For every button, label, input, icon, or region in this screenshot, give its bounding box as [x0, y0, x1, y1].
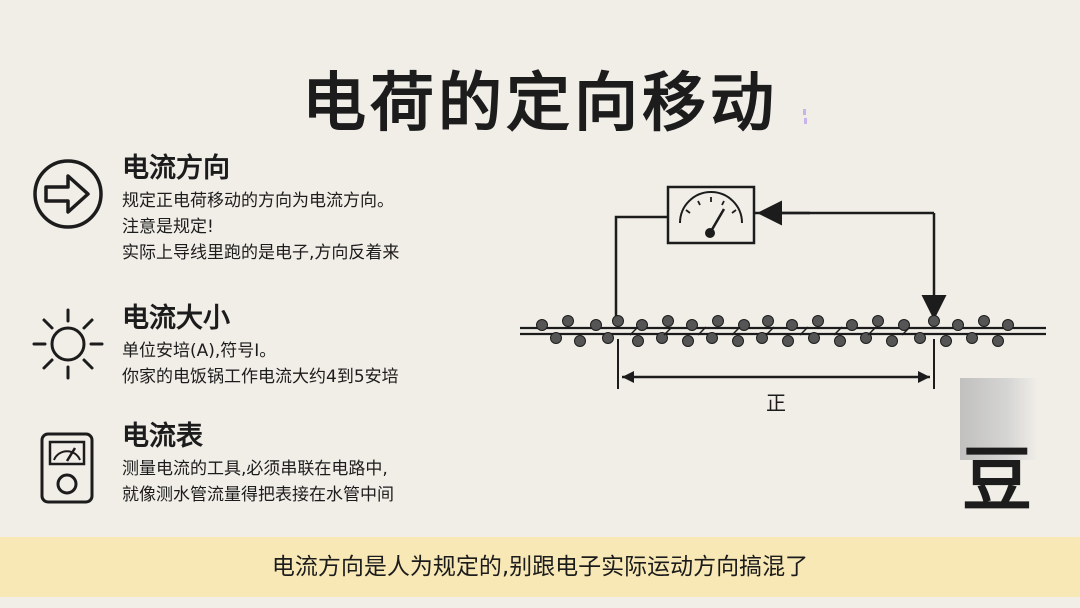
charge-dot	[812, 315, 824, 327]
hatch-mark	[663, 326, 673, 336]
right-arrow-icon	[33, 159, 103, 229]
section-line: 测量电流的工具,必须串联在电路中,	[122, 459, 388, 479]
charge-dot	[612, 315, 624, 327]
charge-dot	[992, 335, 1004, 347]
bottom-banner: 电流方向是人为规定的,别跟电子实际运动方向搞混了	[0, 537, 1080, 597]
charge-dot	[978, 315, 990, 327]
charge-dot	[590, 319, 602, 331]
charge-dot	[898, 319, 910, 331]
ammeter-symbol	[666, 185, 756, 245]
section-ammeter: 电流表 测量电流的工具,必须串联在电路中, 就像测水管流量得把表接在水管中间	[30, 420, 550, 520]
charge-dot	[562, 315, 574, 327]
charge-dot	[636, 319, 648, 331]
charge-dot	[966, 332, 978, 344]
charge-dot	[940, 335, 952, 347]
hatch-mark	[833, 326, 843, 336]
charge-dot	[782, 335, 794, 347]
hatch-mark	[629, 326, 639, 336]
charge-dot	[928, 315, 940, 327]
section-line: 就像测水管流量得把表接在水管中间	[122, 485, 394, 505]
section-current-direction: 电流方向 规定正电荷移动的方向为电流方向。 注意是规定! 实际上导线里跑的是电子…	[30, 152, 550, 272]
section-line: 规定正电荷移动的方向为电流方向。	[122, 191, 394, 211]
charge-dot	[682, 335, 694, 347]
charge-dot	[738, 319, 750, 331]
charge-dot	[952, 319, 964, 331]
charge-dot	[574, 335, 586, 347]
charge-dot	[602, 332, 614, 344]
span-label: 正	[766, 391, 786, 415]
charge-dot	[712, 315, 724, 327]
circuit-diagram: 正	[520, 185, 1046, 415]
sun-icon	[32, 308, 104, 380]
section-title: 电流方向	[122, 153, 230, 184]
charge-dot	[914, 332, 926, 344]
charge-dot	[872, 315, 884, 327]
charge-dot	[786, 319, 798, 331]
decorative-mark	[803, 109, 807, 124]
hatch-mark	[731, 326, 741, 336]
ammeter-icon	[40, 432, 94, 504]
conductor	[520, 315, 1046, 347]
span-indicator	[617, 339, 935, 389]
charge-dot	[886, 335, 898, 347]
charge-dot	[756, 332, 768, 344]
charge-dot	[536, 319, 548, 331]
charge-dot	[686, 319, 698, 331]
charge-dot	[1002, 319, 1014, 331]
logo-blur	[960, 378, 1038, 460]
hatch-mark	[765, 326, 775, 336]
section-line: 单位安培(A),符号I。	[122, 341, 277, 361]
hatch-mark	[697, 326, 707, 336]
charge-dot	[762, 315, 774, 327]
logo-character: 豆	[962, 438, 1032, 521]
charge-dot	[550, 332, 562, 344]
charge-dot	[662, 315, 674, 327]
charge-dot	[632, 335, 644, 347]
charge-dot	[808, 332, 820, 344]
section-line: 你家的电饭锅工作电流大约4到5安培	[122, 367, 399, 387]
hatch-mark	[867, 326, 877, 336]
hatch-mark	[799, 326, 809, 336]
page-title: 电荷的定向移动	[302, 66, 778, 141]
charge-dot	[834, 335, 846, 347]
hatch-mark	[901, 326, 911, 336]
section-line: 注意是规定!	[122, 217, 214, 237]
section-current-magnitude: 电流大小 单位安培(A),符号I。 你家的电饭锅工作电流大约4到5安培	[30, 302, 550, 402]
charge-dot	[732, 335, 744, 347]
section-line: 实际上导线里跑的是电子,方向反着来	[122, 243, 400, 263]
circuit-wire-left	[614, 215, 668, 323]
section-title: 电流大小	[122, 303, 230, 334]
section-title: 电流表	[122, 421, 203, 452]
charge-dot	[846, 319, 858, 331]
watermark-logo: 豆	[960, 378, 1038, 522]
charge-dot	[706, 332, 718, 344]
